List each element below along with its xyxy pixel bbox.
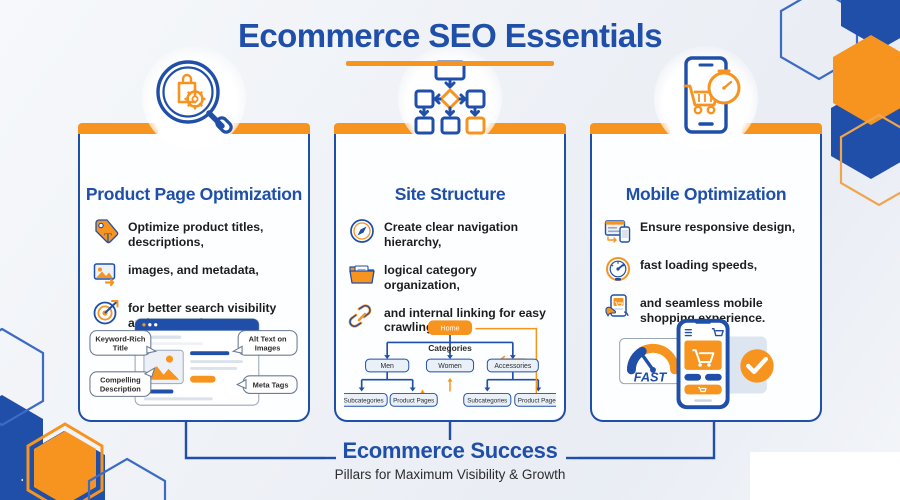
hex-top-right-outline-orange: [836, 112, 900, 208]
svg-text:Compelling: Compelling: [100, 376, 141, 385]
bullet-list-2: Create clear navigation hierarchy, logic…: [348, 218, 550, 335]
price-tag-text-icon: T: [92, 217, 120, 245]
svg-text:Accessories: Accessories: [494, 363, 532, 370]
list-item-text: Ensure responsive design,: [640, 220, 796, 234]
gauge-label: FAST: [634, 370, 668, 385]
hex-bottom-left-outline-blue: [84, 456, 170, 500]
card-topbar-right: [230, 123, 311, 134]
card-topbar: [589, 123, 823, 134]
card-topbar-left: [333, 123, 414, 134]
svg-text:Categories: Categories: [428, 343, 472, 353]
list-item-text: images, and metadata,: [128, 262, 259, 277]
svg-text:Product Pages: Product Pages: [518, 397, 556, 404]
mobile-speed-mockup: FAST: [600, 314, 812, 414]
list-item: T Optimize product titles, descriptions,: [92, 218, 294, 250]
hex-top-right-solid-blue: [836, 0, 900, 52]
compass-icon: [348, 217, 376, 245]
svg-text:Women: Women: [438, 363, 462, 370]
site-hierarchy-tree: Home Categories Men Women Accessories Su…: [344, 314, 556, 414]
mobile-cart-stopwatch-icon: [654, 46, 758, 150]
list-item-text: and internal linking for easy crawling.: [384, 305, 546, 335]
svg-text:Alt Text on: Alt Text on: [249, 334, 287, 343]
list-item-text: and seamless mobile shopping experience.: [640, 296, 766, 325]
card-topbar-left: [589, 123, 670, 134]
card-topbar: [77, 123, 311, 134]
folder-files-icon: [348, 260, 376, 288]
responsive-devices-icon: [604, 217, 632, 245]
footer-title: Ecommerce Success: [342, 438, 558, 463]
speedometer-icon: [604, 255, 632, 283]
hex-left-outline-blue: [0, 326, 48, 428]
svg-text:Meta Tags: Meta Tags: [253, 381, 289, 390]
chain-link-icon: [348, 303, 376, 331]
target-arrow-icon: [92, 298, 120, 326]
list-item-text: fast loading speeds,: [640, 258, 758, 272]
list-item-text: Create clear navigation hierarchy,: [384, 220, 519, 249]
footer-block: Ecommerce Success Pillars for Maximum Vi…: [0, 438, 900, 482]
svg-text:Subcategories: Subcategories: [344, 397, 384, 404]
hex-bottom-left-solid-orange: [24, 422, 106, 500]
list-item: logical category organization,: [348, 261, 550, 293]
list-item: Create clear navigation hierarchy,: [348, 218, 550, 250]
list-item-text: Optimize product titles, descriptions,: [128, 220, 264, 249]
page-title-block: Ecommerce SEO Essentials: [0, 17, 900, 67]
svg-text:Title: Title: [113, 343, 128, 352]
shopping-bag-magnifier-gear-icon: [142, 46, 246, 150]
card-mobile-optimization[interactable]: Mobile Optimization Ensure responsive de…: [589, 46, 823, 422]
card-title-mobile-optimization: Mobile Optimization: [625, 184, 787, 204]
callout-alt-text-on-images: Alt Text on Images: [231, 330, 298, 356]
card-title-product-page-optimization: Product Page Optimization: [85, 184, 303, 204]
hex-top-right-solid-orange: [828, 32, 900, 128]
callout-compelling-description: Compelling Description: [89, 366, 156, 397]
list-item: fast loading speeds,: [604, 256, 806, 283]
callout-meta-tags: Meta Tags: [235, 375, 298, 394]
list-item-text: logical category organization,: [384, 262, 477, 292]
product-page-mockup: Keyword-Rich Title Alt Text on Images Co…: [88, 314, 300, 414]
corner-white-block: [750, 452, 900, 500]
list-item: Ensure responsive design,: [604, 218, 806, 245]
svg-text:Subcategories: Subcategories: [467, 397, 507, 404]
page-title: Ecommerce SEO Essentials: [238, 17, 663, 54]
card-topbar-left: [77, 123, 158, 134]
card-site-structure[interactable]: Site Structure Create clear navigation h…: [333, 46, 567, 422]
hand-holding-phone-icon: [604, 293, 632, 321]
list-item: images, and metadata,: [92, 261, 294, 288]
list-item: and seamless mobile shopping experience.: [604, 294, 806, 326]
list-item: and internal linking for easy crawling.: [348, 303, 550, 336]
svg-text:Men: Men: [381, 363, 395, 370]
svg-text:Description: Description: [100, 384, 141, 393]
svg-text:Product Pages: Product Pages: [393, 397, 434, 404]
bullet-list-3: Ensure responsive design,: [604, 218, 806, 326]
callout-keyword-rich-title: Keyword-Rich Title: [89, 330, 158, 356]
footer-subtitle: Pillars for Maximum Visibility & Growth: [334, 467, 566, 482]
bullet-list-1: T Optimize product titles, descriptions,…: [92, 218, 294, 331]
image-export-icon: [92, 260, 120, 288]
title-underline: [346, 61, 554, 67]
card-title-site-structure: Site Structure: [394, 184, 506, 204]
card-topbar-right: [486, 123, 567, 134]
svg-text:Images: Images: [255, 343, 281, 352]
card-topbar: [333, 123, 567, 134]
card-topbar-right: [742, 123, 823, 134]
svg-text:Home: Home: [440, 324, 459, 333]
card-product-page-optimization[interactable]: Product Page Optimization T Optimize pro…: [77, 46, 311, 422]
svg-text:T: T: [104, 230, 112, 245]
svg-text:Keyword-Rich: Keyword-Rich: [95, 334, 145, 343]
